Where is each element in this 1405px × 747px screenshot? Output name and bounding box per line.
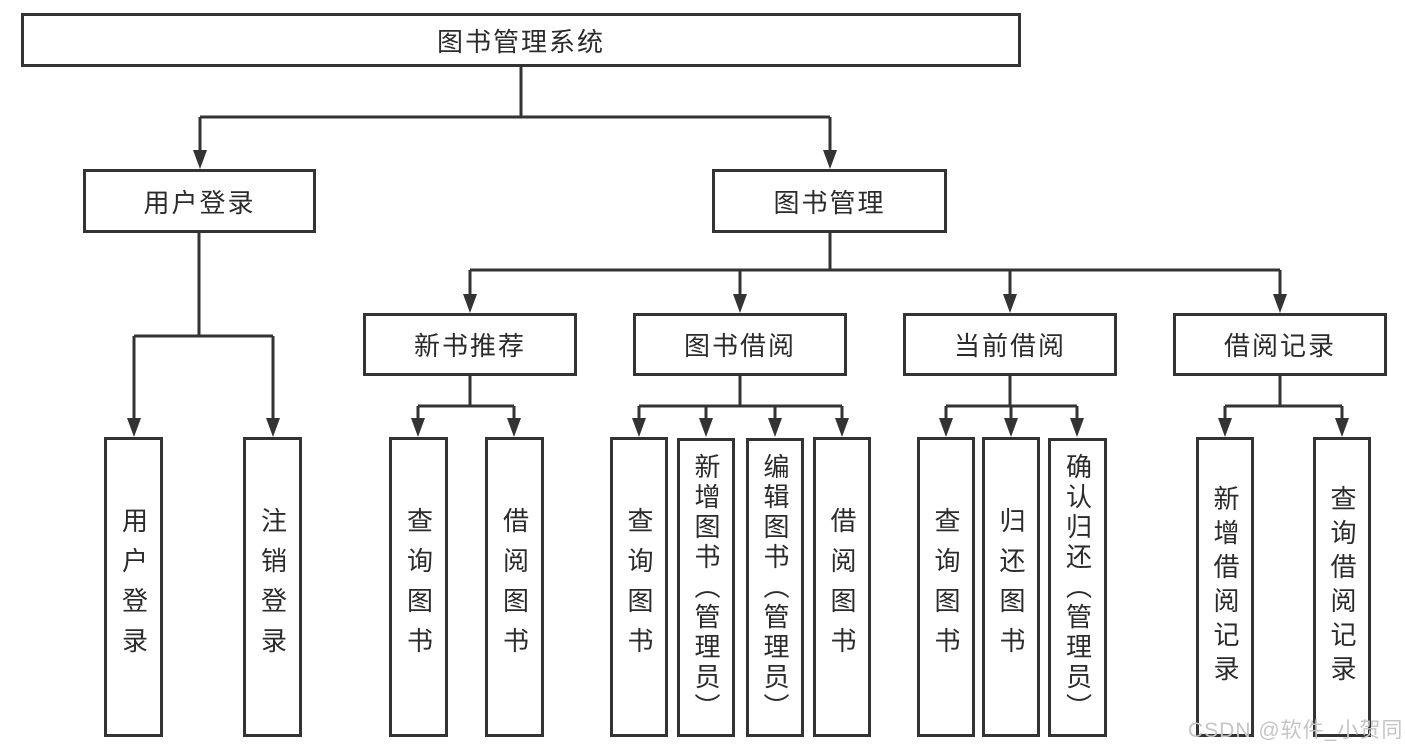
node-query-borrow-record: 查询借阅记录 <box>1313 437 1371 737</box>
node-borrow-books: 借阅图书 <box>813 437 871 737</box>
node-borrow-books-recommend: 借阅图书 <box>485 437 544 737</box>
node-logout: 注销登录 <box>243 437 302 737</box>
node-add-borrow-record: 新增借阅记录 <box>1196 437 1254 737</box>
node-book-borrow: 图书借阅 <box>633 313 847 376</box>
node-confirm-return-admin: 确认归还（管理员） <box>1048 438 1107 737</box>
node-borrow-records: 借阅记录 <box>1173 313 1387 376</box>
node-return-books: 归还图书 <box>982 437 1040 737</box>
node-query-books-borrow: 查询图书 <box>610 437 668 737</box>
node-library-system: 图书管理系统 <box>21 13 1021 67</box>
node-query-books-recommend: 查询图书 <box>389 437 448 737</box>
watermark: CSDN @软件_小贺同学 <box>1188 719 1405 742</box>
node-book-management: 图书管理 <box>712 169 947 233</box>
node-user-login: 用户登录 <box>83 169 316 233</box>
node-add-books-admin: 新增图书（管理员） <box>677 438 735 737</box>
node-query-books-current: 查询图书 <box>917 437 975 737</box>
node-edit-books-admin: 编辑图书（管理员） <box>746 438 804 737</box>
node-user-login-action: 用户登录 <box>104 437 163 737</box>
node-new-book-recommend: 新书推荐 <box>363 313 577 376</box>
node-current-borrow: 当前借阅 <box>903 313 1117 376</box>
